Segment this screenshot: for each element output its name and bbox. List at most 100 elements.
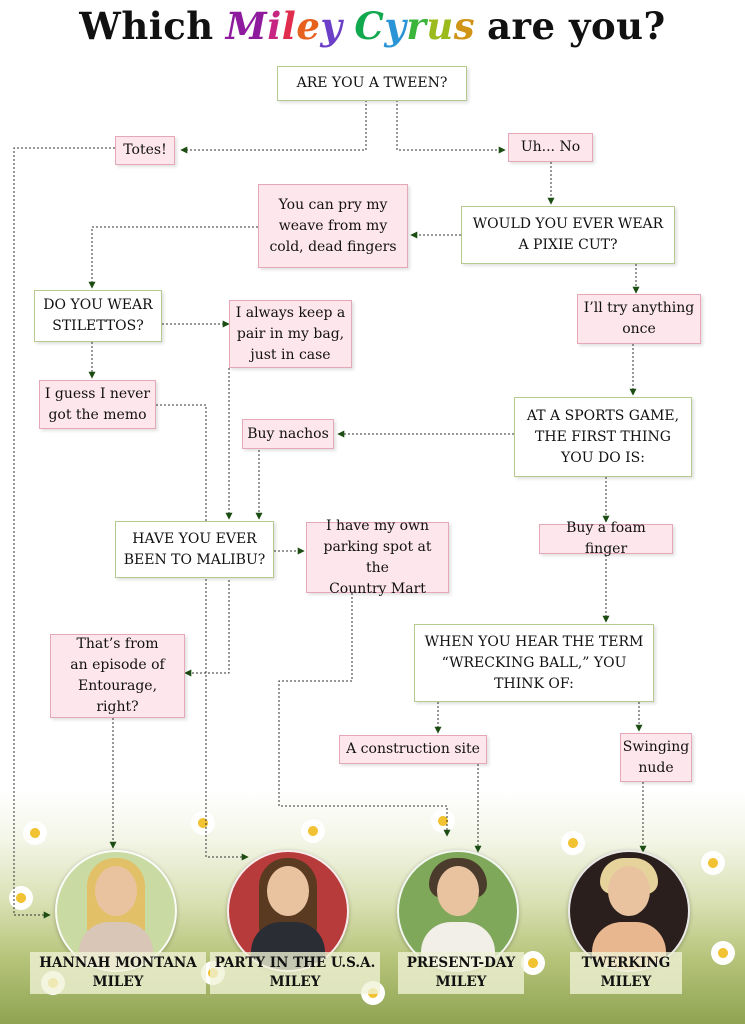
result-hannah-montana-miley: HANNAH MONTANA MILEY (30, 952, 206, 994)
node-text-group: You can pry my weave from my cold, dead … (269, 195, 396, 258)
title-lead: Which (79, 4, 214, 48)
title-name-last: Cyrus (354, 4, 475, 48)
node-text-line: I always keep a (235, 304, 346, 321)
face-shape (608, 866, 650, 916)
title-letter: u (426, 4, 454, 48)
question-pixie-cut: WOULD YOU EVER WEAR A PIXIE CUT? (461, 206, 675, 264)
title-letter: s (453, 4, 476, 48)
title-letter: e (296, 4, 321, 48)
node-text-line: I’ll try anything (583, 300, 695, 316)
question-are-you-a-tween: ARE YOU A TWEEN? (277, 66, 467, 101)
node-text-line: just in case (250, 346, 331, 363)
answer-construction-site: A construction site (339, 735, 487, 764)
daisy-icon (560, 830, 586, 856)
node-text-line: I have my own (325, 517, 430, 534)
node-text-line: I guess I never (44, 385, 151, 402)
title-letter: M (225, 4, 268, 48)
node-text: Uh... No (520, 139, 581, 155)
node-text-line: got the memo (48, 406, 147, 423)
result-present-day-miley: PRESENT-DAY MILEY (398, 952, 524, 994)
result-label-line: HANNAH MONTANA (39, 955, 197, 971)
result-label-line: PRESENT-DAY (406, 955, 516, 971)
node-text: Buy a foam finger (566, 520, 646, 557)
node-text-line: “WRECKING BALL,” YOU (441, 654, 627, 671)
title-letter: y (384, 4, 407, 48)
face-shape (95, 866, 137, 916)
answer-buy-nachos: Buy nachos (242, 419, 334, 449)
node-text: Buy nachos (247, 425, 329, 442)
node-text: Totes! (123, 142, 167, 158)
result-label-line: MILEY (269, 974, 321, 990)
node-text-line: That’s from (76, 636, 159, 652)
title-letter: i (267, 4, 282, 48)
node-text-line: parking spot at the (323, 538, 432, 576)
answer-try-anything-once: I’ll try anything once (577, 294, 701, 344)
question-stilettos: DO YOU WEAR STILETTOS? (34, 290, 162, 342)
result-twerking-miley: TWERKING MILEY (570, 952, 682, 994)
hannah-montana-photo (55, 850, 177, 972)
question-wrecking-ball: WHEN YOU HEAR THE TERM “WRECKING BALL,” … (414, 624, 654, 702)
node-text-line: weave from my (278, 217, 388, 234)
daisy-icon (22, 820, 48, 846)
result-label-line: TWERKING (581, 955, 671, 971)
node-text-line: THINK OF: (494, 675, 574, 692)
result-party-in-the-usa-miley: PARTY IN THE U.S.A. MILEY (210, 952, 380, 994)
connector-arrow (396, 100, 506, 154)
daisy-icon (190, 810, 216, 836)
node-text-group: Swinging nude (623, 737, 690, 779)
daisy-icon (300, 818, 326, 844)
node-text-line: once (622, 321, 656, 337)
node-text-group: WOULD YOU EVER WEAR A PIXIE CUT? (473, 214, 663, 256)
answer-swinging-nude: Swinging nude (620, 733, 692, 782)
node-text-line: nude (638, 759, 674, 776)
node-text-line: WHEN YOU HEAR THE TERM (424, 633, 644, 650)
node-text-group: I’ll try anything once (584, 298, 694, 340)
answer-foam-finger: Buy a foam finger (539, 520, 673, 557)
connector-arrow (184, 580, 230, 677)
node-text-group: WHEN YOU HEAR THE TERM “WRECKING BALL,” … (425, 632, 644, 695)
node-text-line: A PIXIE CUT? (518, 237, 618, 253)
node-text-line: Swinging (622, 738, 690, 755)
face-shape (267, 866, 309, 916)
node-text-line: BEEN TO MALIBU? (123, 551, 266, 568)
node-text-line: WOULD YOU EVER WEAR (472, 216, 664, 232)
party-in-the-usa-photo (227, 850, 349, 972)
connector-arrow (88, 226, 258, 289)
node-text-group: That’s from an episode of Entourage, rig… (55, 634, 180, 718)
title-letter: r (406, 4, 427, 48)
answer-uh-no: Uh... No (508, 133, 593, 162)
node-text-group: HAVE YOU EVER BEEN TO MALIBU? (124, 529, 266, 571)
node-text-line: Entourage, right? (77, 678, 158, 715)
node-text-line: an episode of (70, 657, 165, 673)
node-text-line: HAVE YOU EVER (132, 530, 257, 547)
title-letter: l (281, 4, 297, 48)
question-malibu: HAVE YOU EVER BEEN TO MALIBU? (115, 521, 274, 578)
result-label-line: MILEY (600, 974, 652, 990)
title-letter: C (354, 4, 385, 48)
title-letter: y (320, 4, 343, 48)
node-text-line: YOU DO IS: (561, 449, 645, 466)
present-day-photo (397, 850, 519, 972)
face-shape (437, 866, 479, 916)
title-name-first: Miley (226, 4, 343, 48)
node-text-line: cold, dead fingers (269, 238, 397, 255)
node-text-line: You can pry my (278, 196, 388, 213)
answer-never-got-the-memo: I guess I never got the memo (39, 380, 156, 429)
node-text-group: I always keep a pair in my bag, just in … (236, 303, 346, 366)
daisy-icon (710, 940, 736, 966)
result-label-line: PARTY IN THE U.S.A. (214, 955, 376, 971)
node-text-group: AT A SPORTS GAME, THE FIRST THING YOU DO… (527, 406, 679, 469)
result-label-line: MILEY (435, 974, 487, 990)
node-text-line: pair in my bag, (236, 325, 345, 342)
node-text: A construction site (346, 741, 480, 757)
node-text-line: STILETTOS? (52, 318, 144, 334)
result-label-line: MILEY (92, 974, 144, 990)
node-text-line: AT A SPORTS GAME, (526, 407, 680, 424)
node-text-line: DO YOU WEAR (43, 297, 153, 313)
answer-pair-in-my-bag: I always keep a pair in my bag, just in … (229, 300, 352, 368)
node-text-group: I guess I never got the memo (45, 384, 150, 426)
daisy-icon (8, 885, 34, 911)
question-sports-game: AT A SPORTS GAME, THE FIRST THING YOU DO… (514, 397, 692, 477)
daisy-icon (700, 850, 726, 876)
